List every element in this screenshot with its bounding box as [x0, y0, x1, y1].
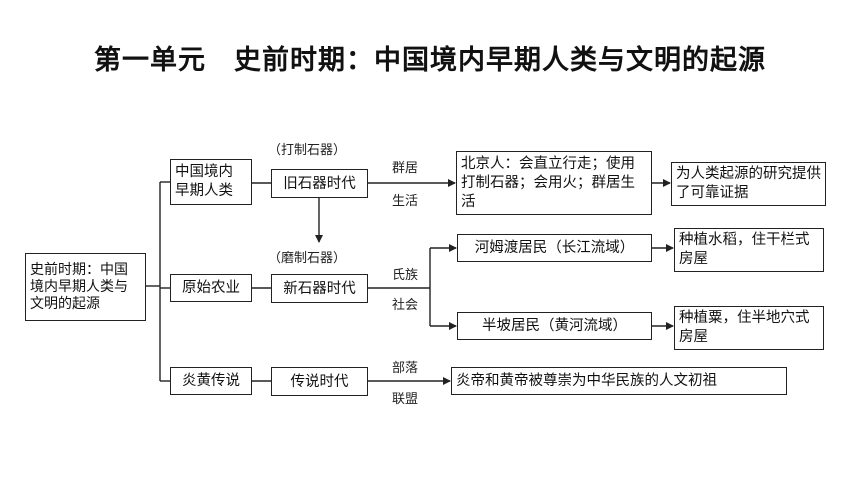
significance-box: 为人类起源的研究提供了可靠证据: [671, 162, 826, 206]
page-title: 第一单元史前时期：中国境内早期人类与文明的起源: [0, 38, 860, 77]
era-old-stone-age: 旧石器时代: [271, 169, 368, 198]
link-label-clan-bottom: 社会: [392, 298, 419, 313]
era-new-stone-age: 新石器时代: [271, 274, 368, 303]
result-yan-huang: 炎帝和黄帝被尊崇为中华民族的人文初祖: [451, 367, 787, 395]
hemudu-result: 种植水稻，住干栏式房屋: [674, 228, 824, 272]
root-node: 史前时期：中国境内早期人类与文明的起源: [25, 253, 146, 321]
link-label-tribe-top: 部落: [392, 361, 419, 376]
link-label-group-top: 群居: [392, 161, 419, 176]
unit-label: 第一单元: [94, 45, 206, 76]
era-note-old-stone: （打制石器）: [268, 143, 347, 158]
category-legend: 炎黄传说: [170, 367, 252, 395]
site-hemudu: 河姆渡居民（长江流域）: [457, 234, 652, 262]
category-agriculture: 原始农业: [170, 274, 252, 302]
site-banpo: 半坡居民（黄河流域）: [457, 312, 652, 340]
link-label-group-bottom: 生活: [392, 194, 419, 209]
link-label-clan-top: 氏族: [392, 268, 419, 283]
unit-topic: 史前时期：中国境内早期人类与文明的起源: [234, 45, 766, 76]
link-label-tribe-bottom: 联盟: [392, 392, 419, 407]
detail-peking-man: 北京人：会直立行走；使用打制石器；会用火；群居生活: [456, 151, 652, 215]
era-note-new-stone: （磨制石器）: [268, 251, 347, 266]
banpo-result: 种植粟，住半地穴式房屋: [674, 306, 824, 350]
era-legendary-age: 传说时代: [271, 367, 368, 396]
category-early-humans: 中国境内早期人类: [170, 159, 252, 205]
